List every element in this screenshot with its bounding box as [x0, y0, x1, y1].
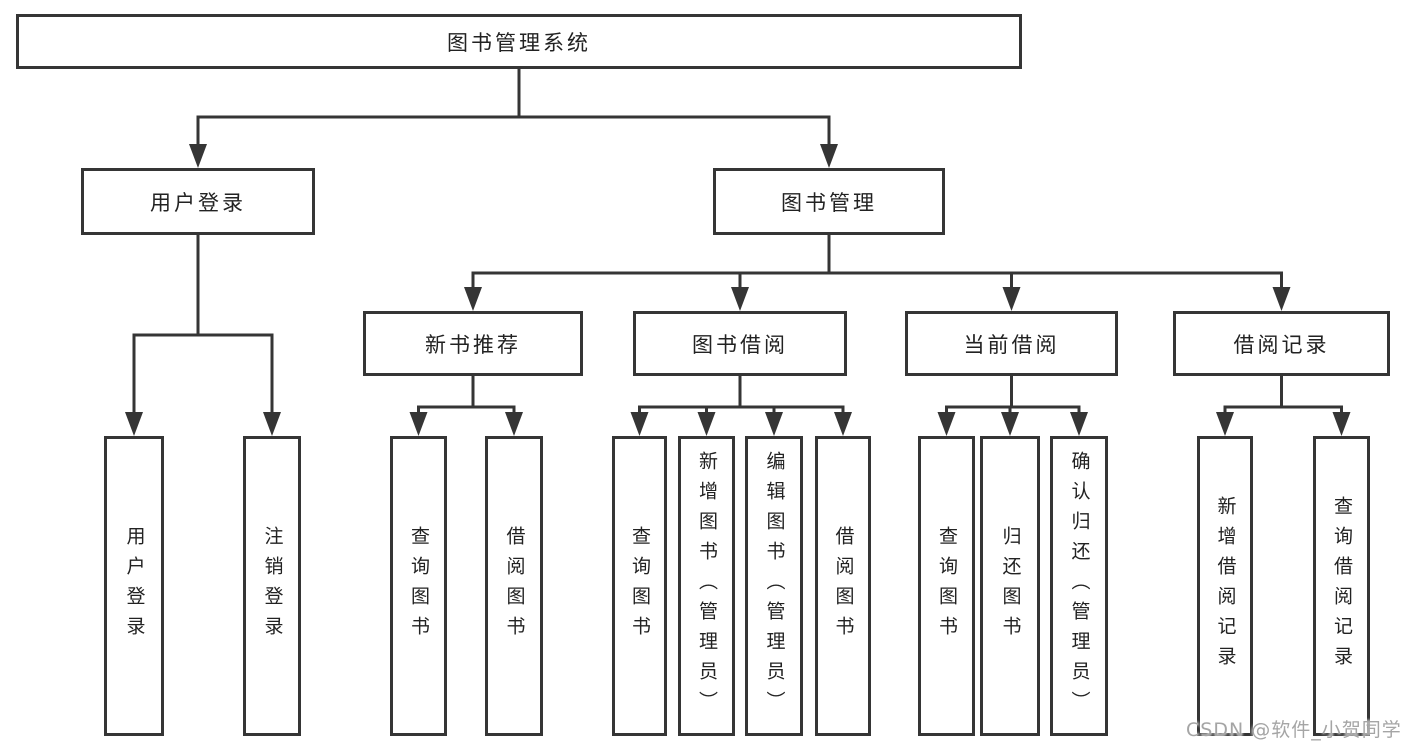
node-leaf-user-login-label: 用户登录 [123, 526, 146, 646]
node-leaf-current-confirm-label: 确认归还（管理员） [1068, 451, 1091, 721]
node-root-label: 图书管理系统 [447, 30, 591, 55]
node-book-mgmt-label: 图书管理 [781, 190, 877, 215]
node-borrow-record-label: 借阅记录 [1233, 332, 1330, 357]
node-leaf-borrow-add-label: 新增图书（管理员） [696, 451, 718, 721]
node-leaf-newbook-query: 查询图书 [390, 436, 447, 736]
node-leaf-newbook-borrow: 借阅图书 [485, 436, 543, 736]
node-leaf-newbook-query-label: 查询图书 [408, 526, 430, 646]
node-new-book-rec-label: 新书推荐 [425, 332, 521, 357]
node-leaf-record-add-label: 新增借阅记录 [1214, 496, 1237, 676]
node-leaf-logout-label: 注销登录 [261, 526, 284, 646]
node-leaf-logout: 注销登录 [243, 436, 301, 736]
node-new-book-rec: 新书推荐 [363, 311, 583, 376]
node-leaf-user-login: 用户登录 [104, 436, 164, 736]
node-user-login-label: 用户登录 [150, 190, 246, 215]
node-leaf-current-return-label: 归还图书 [999, 526, 1022, 646]
node-leaf-borrow-borrow: 借阅图书 [815, 436, 871, 736]
node-root: 图书管理系统 [16, 14, 1022, 69]
node-leaf-record-query: 查询借阅记录 [1313, 436, 1370, 736]
node-leaf-record-add: 新增借阅记录 [1197, 436, 1253, 736]
node-leaf-borrow-borrow-label: 借阅图书 [832, 526, 855, 646]
node-current-borrow-label: 当前借阅 [963, 332, 1060, 357]
node-book-borrow-label: 图书借阅 [692, 332, 788, 357]
node-leaf-borrow-add: 新增图书（管理员） [678, 436, 735, 736]
watermark: CSDN @软件_小贺同学 [1186, 719, 1402, 741]
node-leaf-record-query-label: 查询借阅记录 [1331, 496, 1353, 676]
node-leaf-borrow-query-label: 查询图书 [629, 526, 651, 646]
node-book-borrow: 图书借阅 [633, 311, 847, 376]
node-leaf-borrow-edit-label: 编辑图书（管理员） [763, 451, 786, 721]
node-user-login: 用户登录 [81, 168, 315, 235]
node-current-borrow: 当前借阅 [905, 311, 1118, 376]
node-leaf-newbook-borrow-label: 借阅图书 [503, 526, 526, 646]
node-leaf-borrow-edit: 编辑图书（管理员） [745, 436, 803, 736]
node-leaf-current-query: 查询图书 [918, 436, 975, 736]
node-book-mgmt: 图书管理 [713, 168, 945, 235]
node-leaf-borrow-query: 查询图书 [612, 436, 667, 736]
node-leaf-current-query-label: 查询图书 [936, 526, 958, 646]
node-leaf-current-return: 归还图书 [980, 436, 1040, 736]
node-leaf-current-confirm: 确认归还（管理员） [1050, 436, 1108, 736]
node-borrow-record: 借阅记录 [1173, 311, 1390, 376]
